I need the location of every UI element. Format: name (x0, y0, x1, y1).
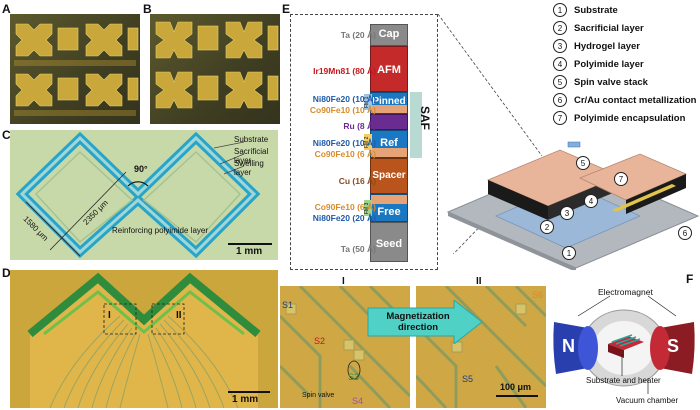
substrate-heater-label: Substrate and heater (586, 376, 661, 385)
panel-a-wafer-photo (10, 14, 140, 124)
magnet-n-label: N (562, 336, 575, 356)
zoom-1-drawing (280, 286, 410, 408)
sensor-s5: S5 (462, 374, 474, 384)
magnetization-arrow (367, 300, 483, 344)
panel-label-b: B (143, 2, 152, 16)
magnet-s-label: S (667, 336, 680, 356)
layer-free-name: Free (377, 206, 401, 218)
magnetization-text-1: Magnetization (386, 311, 450, 322)
substrate-label: Substrate (234, 135, 269, 144)
layer-ref (370, 130, 408, 158)
layer-afm (370, 46, 408, 92)
label-ref-2: Co90Fe10 (6 Å) (314, 149, 376, 159)
zoom-2-drawing (416, 286, 546, 408)
label-free-1: Co90Fe10 (6 Å) (314, 202, 376, 212)
label-seed: Ta (50 Å) (340, 244, 376, 254)
layer-seed-name: Seed (375, 238, 403, 250)
saf-bracket (410, 92, 422, 158)
layer-free (370, 194, 408, 222)
panel-label-f: F (686, 272, 694, 286)
wafer-a-pattern (14, 23, 139, 116)
zoom-panel-1: S1 S2 S3 S4 Spin valve (280, 286, 410, 408)
layer-pinned-name: Pinned (372, 96, 406, 107)
magnetization-text-2: direction (397, 322, 439, 333)
layer-spacer-name: Spacer (372, 170, 406, 181)
layer-seed (370, 222, 408, 262)
panel-c-drawing (10, 130, 278, 260)
angle-label: 90° (134, 164, 148, 174)
panel-c-photo: Substrate Sacrificial layer Swelling lay… (10, 130, 278, 260)
sensor-s4: S4 (352, 396, 364, 406)
vacuum-chamber-label: Vacuum chamber (616, 396, 679, 405)
device-num-2: 2 (540, 220, 554, 234)
layer-cap-name: Cap (378, 28, 400, 40)
panel-d-drawing (10, 270, 278, 408)
zoom-roman-2: II (476, 276, 482, 287)
panel-d-photo: I II 1 mm (10, 270, 278, 408)
sensor-s6: S6 (532, 290, 544, 300)
swelling-label: Swelling layer (234, 159, 264, 177)
sensor-s2: S2 (314, 336, 326, 346)
panel-b-wafer-photo (150, 14, 280, 124)
panel-f-drawing (553, 295, 695, 394)
label-cap: Ta (20 Å) (340, 30, 376, 40)
spin-valve-label: Spin valve (302, 392, 335, 399)
sensor-s3: S3 (348, 372, 360, 382)
sensor-s1: S1 (282, 300, 294, 310)
device-num-5: 5 (576, 156, 590, 170)
panel-d-roman-1: I (108, 310, 111, 321)
device-num-1: 1 (562, 246, 576, 260)
panel-c-scalebar-label: 1 mm (236, 246, 263, 257)
panel-label-e: E (282, 2, 291, 16)
sacrificial-label: Sacrificial layer (234, 147, 269, 165)
panel-label-d: D (2, 266, 11, 280)
layer-cap (370, 24, 408, 46)
zoom-panel-2: S5 S6 100 μm (416, 286, 546, 408)
label-ref-1: Ni80Fe20 (10 Å) (312, 138, 376, 148)
panel-d-scalebar-label: 1 mm (232, 394, 259, 405)
label-spacer: Cu (16 Å) (338, 176, 376, 186)
layer-afm-name: AFM (377, 64, 401, 76)
zoom-scalebar-label: 100 μm (500, 382, 532, 392)
label-ru: Ru (8 Å) (343, 121, 376, 131)
panel-label-c: C (2, 128, 11, 142)
panel-label-a: A (2, 2, 11, 16)
label-pinned-2: Co90Fe10 (10 Å) (309, 105, 376, 115)
zoom-roman-1: I (342, 276, 345, 287)
panel-e-frame (290, 14, 438, 270)
label-free-2: Ni80Fe20 (20 Å) (312, 213, 376, 223)
wafer-b-pattern (155, 21, 279, 109)
saf-label: SAF (418, 106, 432, 130)
panel-d-roman-2: II (176, 310, 182, 321)
device-num-7: 7 (614, 172, 628, 186)
layer-ref-name: Ref (380, 137, 398, 149)
device-num-4: 4 (584, 194, 598, 208)
label-pinned-1: Ni80Fe20 (10 Å) (312, 94, 376, 104)
label-afm: Ir19Mn81 (80 Å) (313, 66, 376, 76)
layer-spacer (370, 158, 408, 194)
device-num-6: 6 (678, 226, 692, 240)
electromagnet-label: Electromagnet (598, 287, 653, 297)
layer-ru (370, 114, 408, 130)
device-num-3: 3 (560, 206, 574, 220)
zoom-connectors (438, 14, 543, 254)
reinforcing-label: Reinforcing polyimide layer (111, 226, 209, 235)
